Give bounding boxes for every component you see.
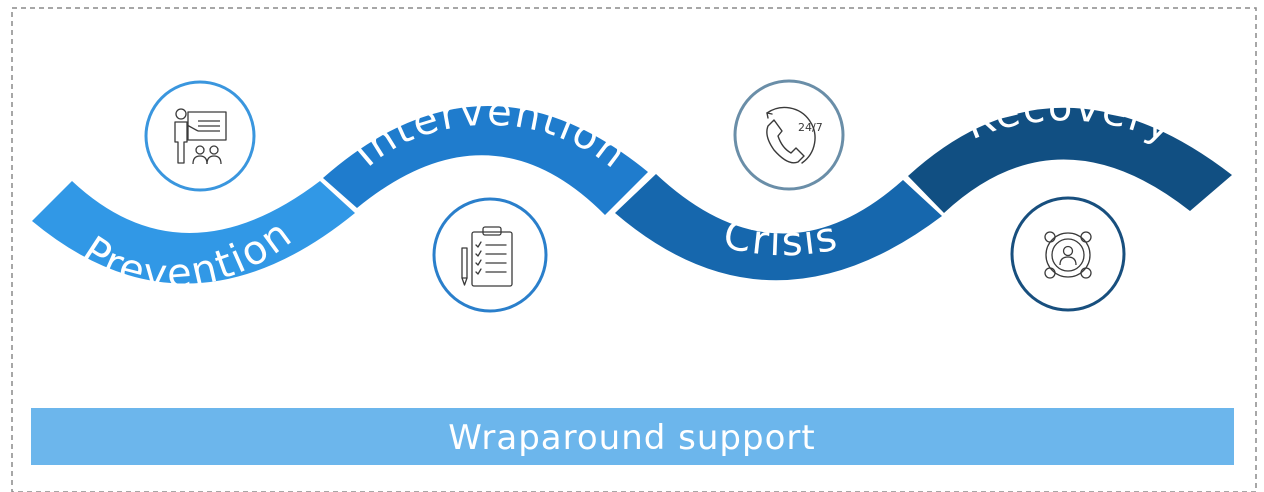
phone-24-7-icon: 24/7: [733, 79, 845, 191]
wraparound-support-label: Wraparound support: [448, 418, 815, 458]
wave-segment-recovery: [908, 107, 1232, 213]
support-network-icon: [1010, 196, 1126, 312]
wave-segment-crisis: [615, 174, 942, 281]
wraparound-support-bar: [31, 408, 1234, 465]
stage-label-crisis: Crisis: [719, 212, 842, 266]
phone-icon-text: 24/7: [798, 121, 823, 134]
presentation-icon: [144, 80, 256, 192]
wave-segment-prevention: [32, 181, 355, 284]
checklist-icon: [432, 197, 548, 313]
wave-segment-intervention: [323, 105, 648, 215]
outer-border: [11, 7, 1257, 492]
